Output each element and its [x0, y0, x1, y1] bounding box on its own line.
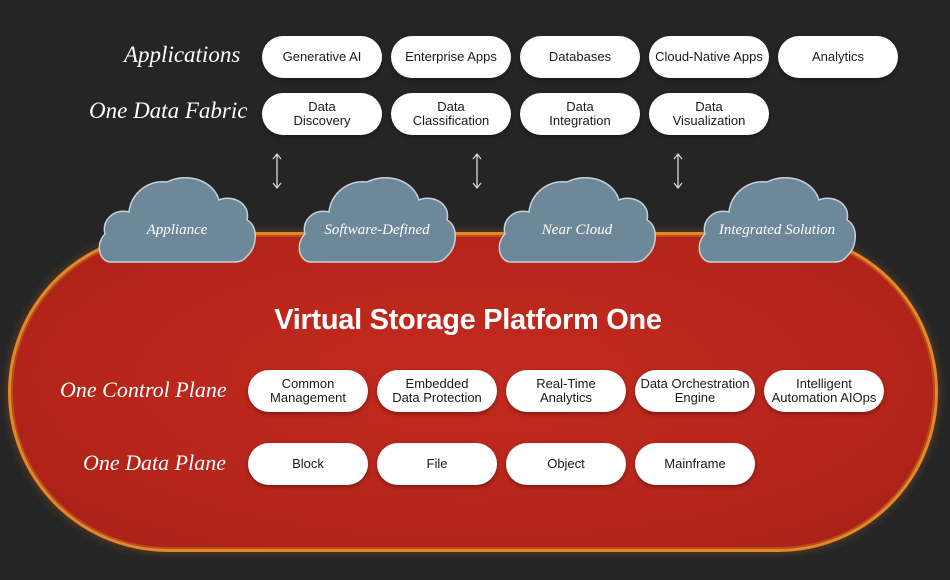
cloud-appliance: Appliance: [97, 166, 257, 266]
cloud-label: Near Cloud: [541, 222, 613, 238]
data-fabric-label: One Data Fabric: [89, 98, 248, 123]
cloud-near-cloud: Near Cloud: [497, 166, 657, 266]
platform-title: Virtual Storage Platform One: [274, 304, 662, 336]
cloud-software-defined: Software-Defined: [297, 166, 457, 266]
cloud-icon: [98, 177, 256, 263]
cloud-label: Software-Defined: [324, 222, 430, 238]
data-plane-block: Block: [248, 443, 368, 485]
cloud-icon: [498, 177, 656, 263]
data-plane-label: One Data Plane: [83, 450, 226, 475]
cloud-icon: [698, 177, 856, 263]
data-plane-file: File: [377, 443, 497, 485]
double-arrow-icon: [272, 152, 282, 190]
applications-label: Applications: [124, 42, 241, 67]
app-generative-ai: Generative AI: [262, 36, 382, 78]
app-analytics: Analytics: [778, 36, 898, 78]
cloud-integrated-solution: Integrated Solution: [697, 166, 857, 266]
cloud-label: Integrated Solution: [718, 222, 836, 238]
app-databases: Databases: [520, 36, 640, 78]
cloud-icon: [298, 177, 456, 263]
data-plane-mainframe: Mainframe: [635, 443, 755, 485]
double-arrow-icon: [673, 152, 683, 190]
double-arrow-icon: [472, 152, 482, 190]
app-cloud-native-apps: Cloud-Native Apps: [649, 36, 769, 78]
app-enterprise-apps: Enterprise Apps: [391, 36, 511, 78]
cloud-label: Appliance: [146, 222, 208, 238]
control-plane-label: One Control Plane: [60, 377, 227, 402]
data-plane-object: Object: [506, 443, 626, 485]
